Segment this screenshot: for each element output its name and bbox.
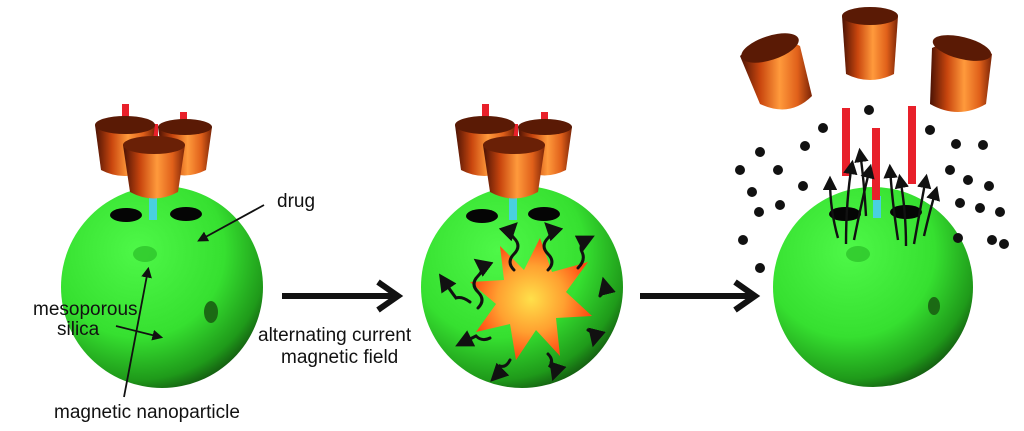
pore-left <box>466 209 498 223</box>
pore-right <box>528 207 560 221</box>
dot-icon <box>995 207 1005 217</box>
release-arrow <box>854 147 869 217</box>
release-arrow <box>912 173 932 245</box>
dot-icon <box>798 181 808 191</box>
dot-icon <box>735 165 745 175</box>
dot-icon <box>953 233 963 243</box>
dot-icon <box>951 139 961 149</box>
cap-rim <box>483 136 545 154</box>
right-arrow-icon-head <box>376 279 404 313</box>
cap-rim <box>932 35 992 61</box>
heat-wave <box>546 352 567 382</box>
heat-wave <box>542 222 564 272</box>
heat-wave <box>598 276 616 298</box>
right-arrow-icon-head <box>733 279 761 313</box>
cap-rod <box>511 124 518 148</box>
heat-wave <box>574 235 595 270</box>
silica-pointer <box>115 325 164 341</box>
dot-icon <box>984 181 994 191</box>
cap-cluster <box>95 104 212 199</box>
label-mesoporous: mesoporous <box>33 299 138 320</box>
silica-sphere <box>773 187 973 387</box>
dot-icon <box>925 125 935 135</box>
dot-icon <box>775 200 785 210</box>
label-field-line1: alternating current <box>258 325 412 346</box>
step-arrow-2 <box>640 279 761 313</box>
pore-channel <box>149 198 157 220</box>
pore-left <box>110 208 142 222</box>
cyclodextrin-cap <box>842 11 898 80</box>
dot-icon <box>800 141 810 151</box>
cap-rim <box>741 33 799 63</box>
panel-release <box>735 7 1009 387</box>
dot-icon <box>955 198 965 208</box>
heat-waves <box>439 222 616 382</box>
label-silica: silica <box>57 319 100 340</box>
release-arrow <box>883 163 900 241</box>
label-drug: drug <box>277 191 315 212</box>
dot-icon <box>987 235 997 245</box>
pore-channel <box>509 198 517 220</box>
drug-pointer <box>197 204 265 242</box>
pore-right <box>890 205 922 219</box>
cap-rod <box>151 124 158 148</box>
released-rod <box>842 108 850 176</box>
dot-icon <box>864 105 874 115</box>
dot-icon <box>963 175 973 185</box>
dot-icon <box>975 203 985 213</box>
release-arrow <box>922 185 941 237</box>
release-arrow <box>822 175 840 239</box>
cap-rim <box>123 136 185 154</box>
released-rod <box>872 128 880 200</box>
pore-left <box>829 207 861 221</box>
heat-wave <box>586 327 606 348</box>
pore-right <box>170 207 202 221</box>
dot-icon <box>999 239 1009 249</box>
floating-caps <box>740 7 992 113</box>
dot-icon <box>747 187 757 197</box>
heat-wave <box>490 358 512 382</box>
heat-wave <box>439 273 472 304</box>
drug-molecules <box>735 105 1009 273</box>
dot-icon <box>755 147 765 157</box>
dot-icon <box>755 263 765 273</box>
cap-rim <box>158 119 212 135</box>
step-arrow-1: alternating current magnetic field <box>258 279 412 368</box>
heat-wave <box>498 222 520 272</box>
dot-icon <box>754 207 764 217</box>
dot-icon <box>945 165 955 175</box>
starburst-icon <box>470 238 592 360</box>
release-arrows <box>822 147 941 247</box>
release-arrow <box>894 173 909 247</box>
nanoparticle-pointer <box>123 266 152 398</box>
silica-sphere <box>61 186 263 388</box>
label-magnetic-nanoparticle: magnetic nanoparticle <box>54 402 240 423</box>
panel-capped: drug mesoporous silica magnetic nanopart… <box>33 104 315 423</box>
cap-cluster <box>455 104 572 199</box>
heat-wave <box>455 330 492 347</box>
cap-rim <box>518 119 572 135</box>
release-arrow <box>852 163 875 241</box>
dot-icon <box>818 123 828 133</box>
dot-icon <box>773 165 783 175</box>
cap-rim <box>842 7 898 25</box>
label-field-line2: magnetic field <box>281 347 398 368</box>
panel-heating <box>421 104 623 388</box>
dot-icon <box>738 235 748 245</box>
heat-wave <box>472 258 494 310</box>
dot-icon <box>978 140 988 150</box>
surface-dimple <box>928 297 940 315</box>
cap-rim <box>455 116 515 134</box>
cap-rim <box>95 116 155 134</box>
pore-channel <box>873 196 881 218</box>
nanoparticle-core <box>846 246 870 262</box>
released-rod <box>908 106 916 184</box>
nanoparticle-core <box>133 246 157 262</box>
surface-dimple <box>204 301 218 323</box>
release-arrow <box>843 159 858 245</box>
